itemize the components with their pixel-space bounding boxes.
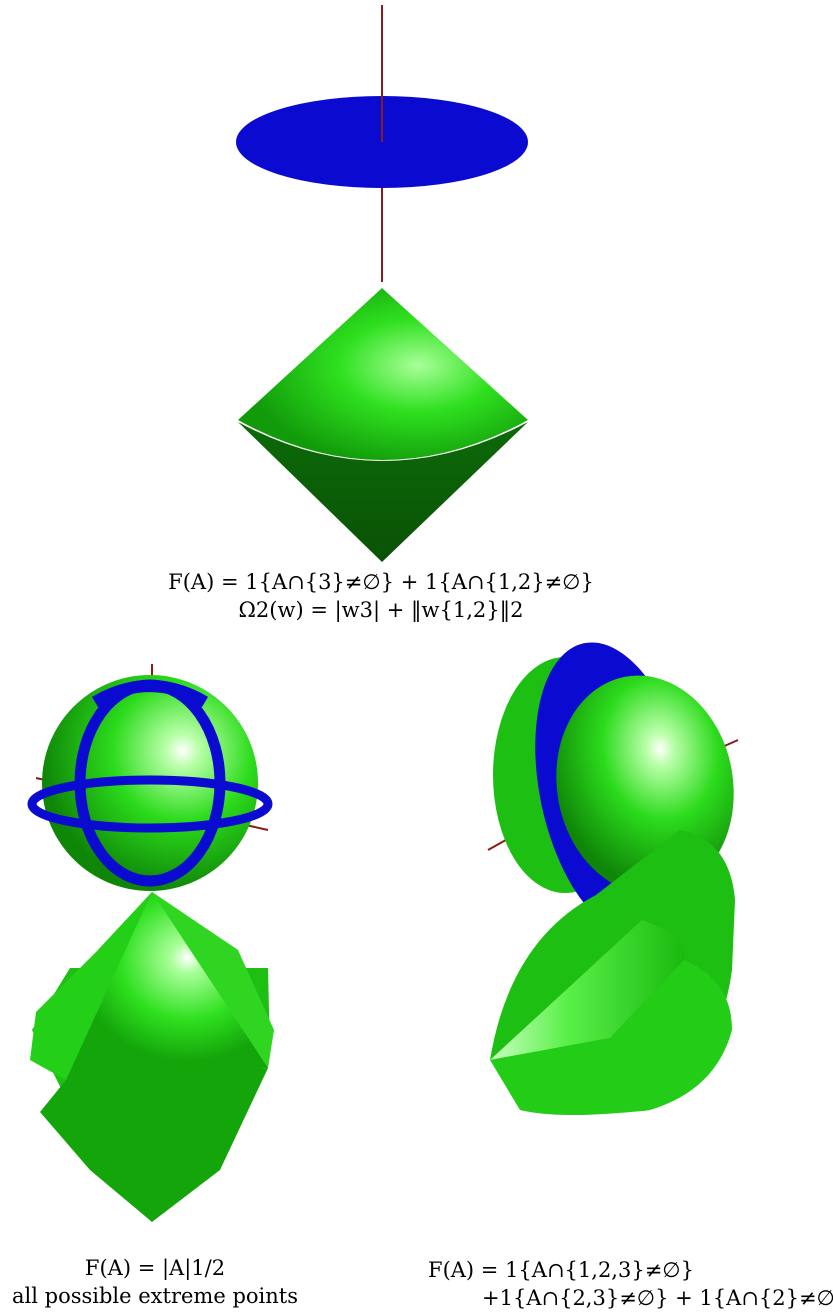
top-illustration [236,5,528,562]
bl-blue-ring-cap [91,680,209,708]
bottom-right-panel: F(A) = 1{A∩{1,2,3}≠∅} +1{A∩{2,3}≠∅} + 1{… [420,640,833,1313]
bl-blue-ring-horizontal [27,775,273,833]
bl-polytope-side-right [152,892,274,1068]
top-caption-line-1: F(A) = 1{A∩{3}≠∅} + 1{A∩{1,2}≠∅} [168,570,594,594]
top-panel: F(A) = 1{A∩{3}≠∅} + 1{A∩{1,2}≠∅} Ω2(w) =… [0,0,833,622]
top-caption: F(A) = 1{A∩{3}≠∅} + 1{A∩{1,2}≠∅} Ω2(w) =… [166,568,596,624]
br-caption-line-1: F(A) = 1{A∩{1,2,3}≠∅} [428,1258,694,1282]
bottom-right-caption: F(A) = 1{A∩{1,2,3}≠∅} +1{A∩{2,3}≠∅} + 1{… [428,1256,833,1312]
bl-caption-line-1: F(A) = |A|1/2 [84,1256,226,1280]
top-cone-lower [238,422,528,562]
br-caption-line-2: +1{A∩{2,3}≠∅} + 1{A∩{2}≠∅} [482,1286,833,1310]
br-lower-solid-cone [490,920,685,1060]
bottom-left-caption: F(A) = |A|1/2 all possible extreme point… [0,1254,310,1310]
br-lower-solid-base [490,960,732,1115]
bottom-left-panel: F(A) = |A|1/2 all possible extreme point… [0,650,320,1313]
bl-polytope-bottom-face [40,1068,268,1222]
bottom-left-illustration [27,664,274,1222]
bl-polytope-side-left [30,892,152,1080]
top-caption-line-2: Ω2(w) = |w3| + ‖w{1,2}‖2 [238,598,524,622]
bottom-right-illustration [487,642,739,1115]
top-cone-upper [238,288,528,460]
bl-caption-line-2: all possible extreme points [12,1284,298,1308]
